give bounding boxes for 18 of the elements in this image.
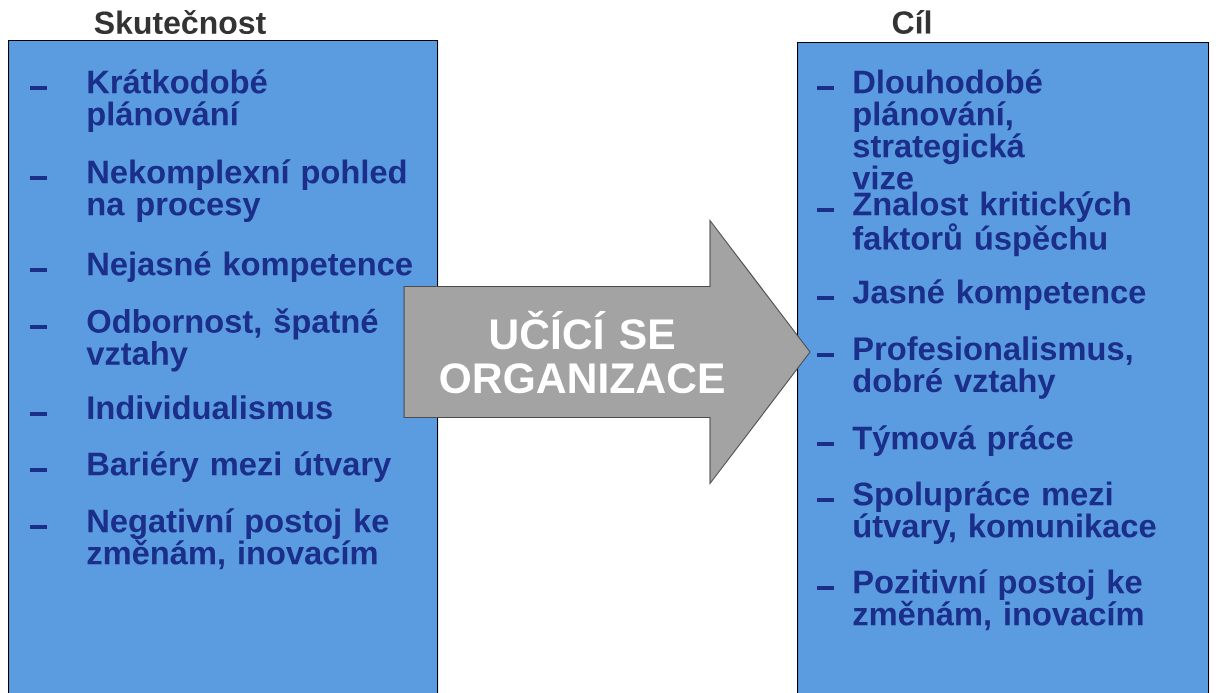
- list-item: Negativní postoj ke změnám, inovacím: [87, 508, 389, 570]
- list-item: Pozitivní postoj ke změnám, inovacím: [853, 569, 1143, 631]
- list-item: Individualismus: [88, 395, 332, 420]
- list-item: Spolupráce mezi útvary, komunikace: [853, 481, 1156, 544]
- list-item: Odbornost, špatné vztahy: [86, 308, 378, 372]
- list-item: Dlouhodobé plánování, strategická vize: [852, 69, 1042, 190]
- block-arrow: [403, 218, 811, 486]
- list-item: Profesionalismus, dobré vztahy: [853, 336, 1132, 399]
- list-item: Znalost kritických faktorů úspěchu: [852, 191, 1130, 257]
- edge-label: UČÍCÍ SE ORGANIZACE: [440, 310, 724, 394]
- list-item: Bariéry mezi útvary: [88, 451, 392, 482]
- heading: Skutečnost: [94, 9, 266, 35]
- list-item: Jasné kompetence: [852, 279, 1146, 310]
- list-item: Nekomplexní pohled na procesy: [88, 159, 406, 222]
- list-item: Nejasné kompetence: [88, 251, 412, 282]
- heading: Cíl: [892, 10, 931, 34]
- list-item: Týmová práce: [852, 425, 1073, 456]
- list-item: Krátkodobé plánování: [88, 69, 267, 132]
